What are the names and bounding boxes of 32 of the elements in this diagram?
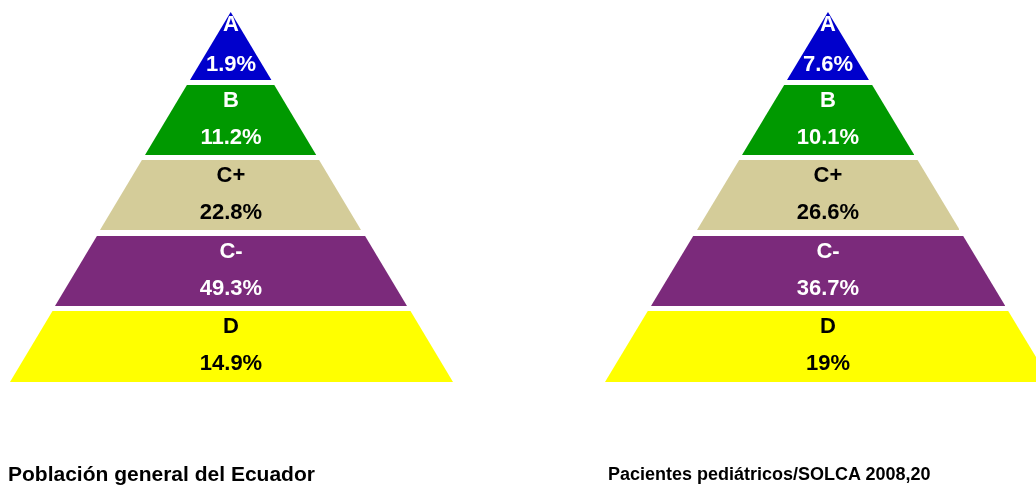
class-letter: C- [816,239,840,263]
class-letter: A [820,12,836,36]
percentage-value: 14.9% [199,351,263,375]
percentage-value: 1.9% [205,52,257,76]
pyramid-level-band [100,160,362,230]
pyramid-level-band [741,85,915,155]
pyramid-level-band [650,236,1006,306]
pyramid-level-band [55,236,407,306]
class-letter: D [820,314,836,338]
pyramid-level-band [145,85,317,155]
percentage-value: 7.6% [802,52,854,76]
percentage-value: 11.2% [200,125,262,149]
class-letter: D [223,314,239,338]
pyramid-caption: Población general del Ecuador [8,462,315,486]
percentage-value: 36.7% [796,276,860,300]
class-letter: C+ [216,163,246,187]
pyramid-level-band [605,311,1036,382]
percentage-value: 49.3% [199,276,263,300]
percentage-value: 26.6% [796,200,860,224]
pyramid-apex-triangle [787,12,869,80]
class-letter: B [820,88,836,112]
class-letter: A [223,12,239,36]
pyramid-caption: Pacientes pediátricos/SOLCA 2008,20 [608,464,931,485]
pyramid-apex-triangle [190,12,272,80]
percentage-value: 19% [806,351,850,375]
class-letter: C- [219,239,243,263]
percentage-value: 22.8% [199,200,263,224]
pyramid-level-band [696,160,960,230]
pyramid-level-band [9,311,453,382]
class-letter: B [223,88,239,112]
percentage-value: 10.1% [796,125,860,149]
class-letter: C+ [813,163,843,187]
